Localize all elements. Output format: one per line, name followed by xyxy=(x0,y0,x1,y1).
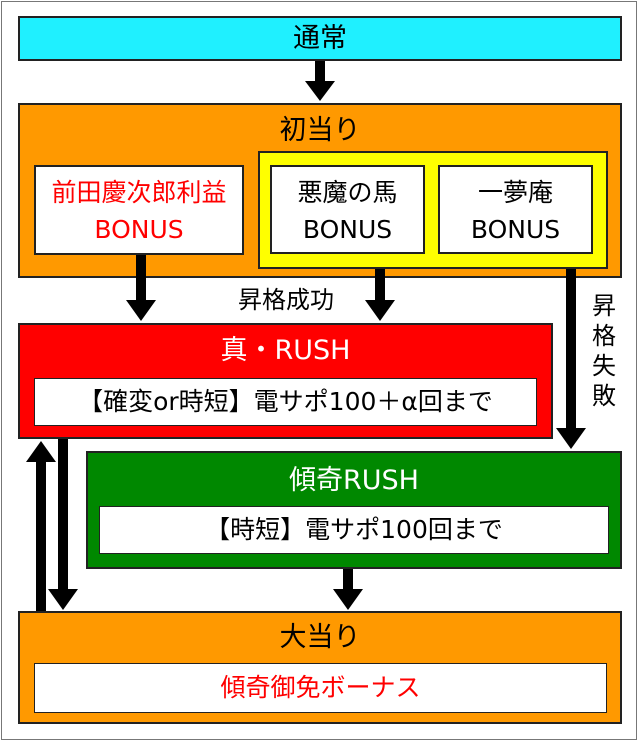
big-hit-label: 大当り xyxy=(279,622,361,653)
arrow-up-icon xyxy=(26,441,56,611)
big-hit-box: 大当り 傾奇御免ボーナス xyxy=(18,611,622,724)
bonus-ichimuan-line2: BONUS xyxy=(470,215,561,244)
kabuki-rush-label: 傾奇RUSH xyxy=(289,465,419,496)
bonus-akuma-no-uma-line2: BONUS xyxy=(302,215,393,244)
bonus-maeda-keijiro-box: 前田慶次郎利益 BONUS xyxy=(34,165,244,255)
big-hit-detail: 傾奇御免ボーナス xyxy=(220,673,421,702)
bonus-akuma-no-uma-line1: 悪魔の馬 xyxy=(297,178,398,207)
big-hit-detail-box: 傾奇御免ボーナス xyxy=(34,663,607,713)
arrow-down-icon xyxy=(126,255,156,321)
bonus-maeda-keijiro-line1: 前田慶次郎利益 xyxy=(51,178,227,207)
kabuki-rush-detail-box: 【時短】電サポ100回まで xyxy=(99,506,609,554)
promotion-fail-char-2: 格 xyxy=(592,322,616,350)
first-hit-label: 初当り xyxy=(279,115,361,146)
arrow-down-icon xyxy=(305,61,335,101)
bonus-ichimuan-box: 一夢庵 BONUS xyxy=(438,165,593,254)
shin-rush-label: 真・RUSH xyxy=(220,335,351,366)
kabuki-rush-box: 傾奇RUSH 【時短】電サポ100回まで xyxy=(86,451,622,569)
arrow-down-icon xyxy=(333,569,363,610)
bonus-ichimuan-line1: 一夢庵 xyxy=(477,178,553,207)
bonus-akuma-no-uma-box: 悪魔の馬 BONUS xyxy=(270,165,425,254)
arrow-down-icon xyxy=(556,269,586,449)
promotion-fail-char-1: 昇 xyxy=(592,292,616,320)
bonus-maeda-keijiro-line2: BONUS xyxy=(94,215,184,244)
normal-state-label: 通常 xyxy=(293,23,347,54)
kabuki-rush-detail: 【時短】電サポ100回まで xyxy=(205,515,503,544)
promotion-fail-char-4: 敗 xyxy=(592,382,616,410)
shin-rush-box: 真・RUSH 【確変or時短】電サポ100＋α回まで xyxy=(18,323,553,439)
promotion-success-label: 昇格成功 xyxy=(238,286,334,314)
arrow-down-icon xyxy=(365,269,395,321)
arrow-down-icon xyxy=(48,439,78,610)
normal-state-box: 通常 xyxy=(18,16,622,61)
shin-rush-detail: 【確変or時短】電サポ100＋α回まで xyxy=(78,387,493,416)
promotion-fail-char-3: 失 xyxy=(592,352,616,380)
shin-rush-detail-box: 【確変or時短】電サポ100＋α回まで xyxy=(34,378,537,426)
